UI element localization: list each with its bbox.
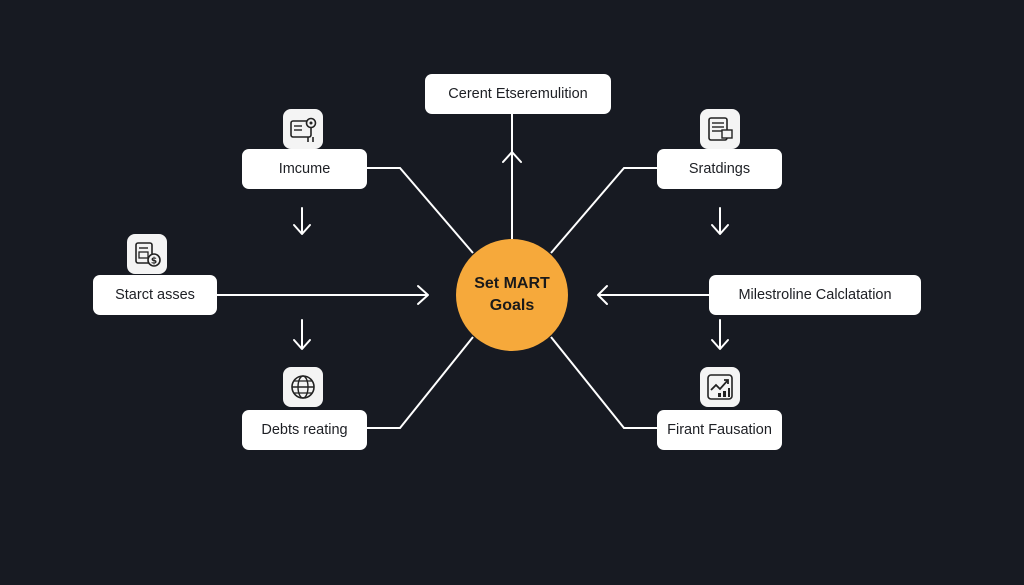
node-debts-reating[interactable]: Debts reating bbox=[242, 410, 367, 450]
arrow-down-left-upper bbox=[293, 207, 311, 235]
node-label: Cerent Etseremulition bbox=[448, 86, 588, 102]
document-gear-icon bbox=[283, 109, 323, 149]
node-label: Firant Fausation bbox=[667, 422, 772, 438]
connector-savings bbox=[550, 167, 657, 254]
node-milestroline-calclatation[interactable]: Milestroline Calclatation bbox=[709, 275, 921, 315]
arrow-down-right-upper bbox=[711, 207, 729, 235]
globe-icon bbox=[283, 367, 323, 407]
arrow-down-right-lower bbox=[711, 319, 729, 350]
money-document-icon: $ bbox=[127, 234, 167, 274]
hub-set-mart-goals[interactable]: Set MART Goals bbox=[456, 239, 568, 351]
arrow-left bbox=[597, 285, 608, 305]
connector-debts bbox=[367, 336, 474, 429]
node-starct-asses[interactable]: Starct asses bbox=[93, 275, 217, 315]
node-label: Imcume bbox=[278, 161, 331, 177]
connector-final bbox=[550, 336, 657, 429]
node-imcume[interactable]: Imcume bbox=[242, 149, 367, 189]
report-document-icon bbox=[700, 109, 740, 149]
arrow-up bbox=[502, 151, 522, 163]
arrow-right bbox=[417, 285, 429, 305]
growth-chart-icon bbox=[700, 367, 740, 407]
node-cerent-etseremulition[interactable]: Cerent Etseremulition bbox=[425, 74, 611, 114]
svg-text:$: $ bbox=[151, 257, 157, 267]
node-sratdings[interactable]: Sratdings bbox=[657, 149, 782, 189]
node-label: Sratdings bbox=[688, 161, 751, 177]
hub-line2: Goals bbox=[489, 297, 535, 314]
node-label: Milestroline Calclatation bbox=[738, 287, 892, 303]
node-label: Starct asses bbox=[115, 287, 195, 303]
connector-income bbox=[367, 167, 474, 254]
node-firant-fausation[interactable]: Firant Fausation bbox=[657, 410, 782, 450]
arrow-down-left-lower bbox=[293, 319, 311, 350]
node-label: Debts reating bbox=[261, 422, 348, 438]
hub-line1: Set MART bbox=[474, 275, 550, 292]
